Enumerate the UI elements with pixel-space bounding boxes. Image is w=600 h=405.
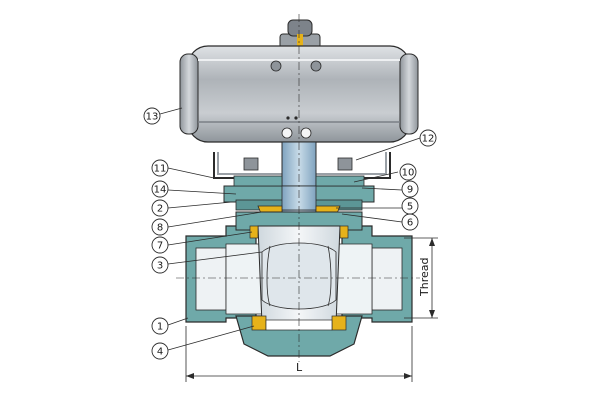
callout-5: 5 [401, 197, 419, 215]
callout-7: 7 [151, 236, 169, 254]
actuator-top-indicator [287, 19, 313, 37]
actuator-right-cap [399, 53, 419, 135]
callout-14: 14 [151, 180, 169, 198]
svg-text:5: 5 [407, 202, 413, 213]
callout-1: 1 [151, 317, 169, 335]
callout-2: 2 [151, 199, 169, 217]
svg-text:13: 13 [146, 112, 159, 123]
callouts [159, 107, 421, 351]
svg-text:4: 4 [157, 347, 163, 358]
callout-9: 9 [401, 180, 419, 198]
length-label: L [296, 361, 303, 374]
svg-text:1: 1 [157, 322, 163, 333]
svg-text:8: 8 [157, 223, 163, 234]
actuator-left-cap [179, 53, 199, 135]
callout-11: 11 [151, 159, 169, 177]
svg-text:9: 9 [407, 185, 413, 196]
actuator-port [270, 60, 282, 72]
actuator-port [310, 60, 322, 72]
callout-8: 8 [151, 218, 169, 236]
callout-4: 4 [151, 342, 169, 360]
thread-dimension: Thread [404, 237, 438, 319]
svg-text:12: 12 [422, 134, 435, 145]
svg-text:7: 7 [157, 241, 163, 252]
thread-label: Thread [418, 258, 431, 297]
actuator-port [281, 127, 293, 139]
svg-text:3: 3 [157, 261, 163, 272]
svg-text:2: 2 [157, 204, 163, 215]
callout-13: 13 [143, 107, 161, 125]
indicator-yellow-mark [297, 34, 303, 48]
callout-12: 12 [419, 129, 437, 147]
svg-text:14: 14 [154, 185, 167, 196]
actuator-port [300, 127, 312, 139]
svg-text:10: 10 [402, 168, 415, 179]
callout-3: 3 [151, 256, 169, 274]
length-dimension: L [185, 326, 413, 382]
callout-circles: 13 11 14 2 8 7 3 1 4 12 10 9 5 6 [143, 107, 437, 360]
centerlines [176, 14, 420, 362]
svg-text:6: 6 [407, 218, 413, 229]
callout-10: 10 [399, 163, 417, 181]
callout-6: 6 [401, 213, 419, 231]
svg-text:11: 11 [154, 164, 167, 175]
